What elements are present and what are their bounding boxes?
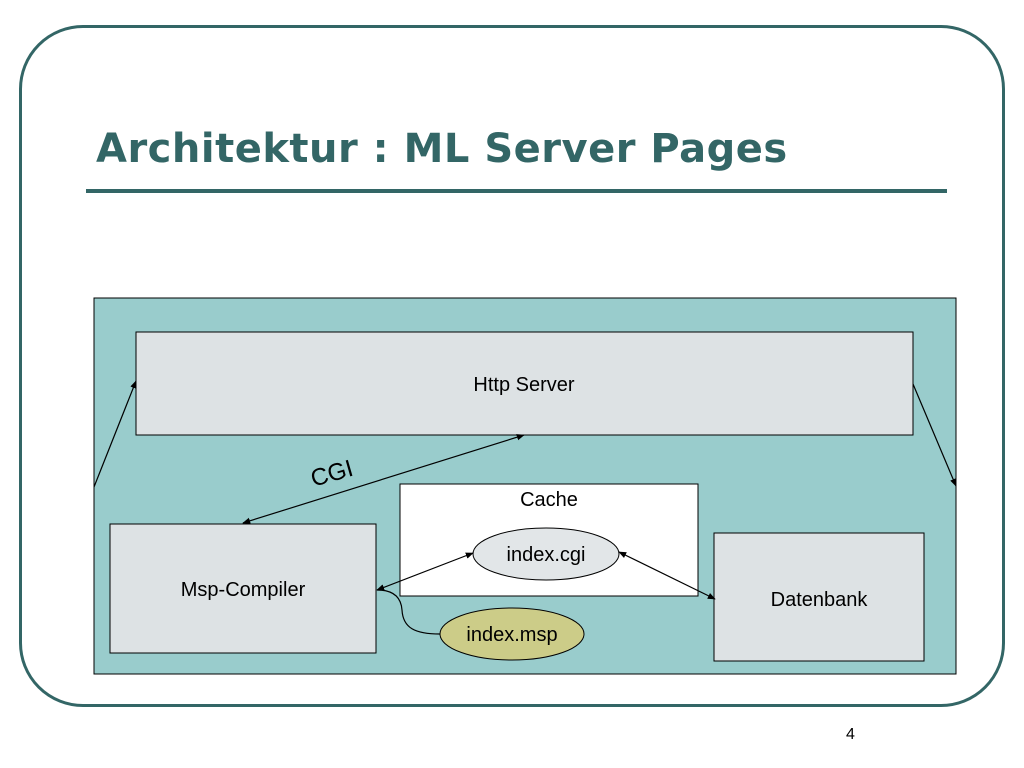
arrow-index-cgi-datenbank [618, 551, 716, 600]
page-number: 4 [846, 726, 855, 743]
title-underline [86, 189, 947, 193]
http-server-label: Http Server [473, 374, 574, 396]
arrow-cgi-http-compiler [242, 434, 525, 524]
index-msp-label: index.msp [466, 624, 557, 646]
arrow-compiler-index-cgi [376, 552, 474, 591]
index-cgi-label: index.cgi [507, 544, 586, 566]
cache-label: Cache [520, 489, 578, 511]
datenbank-box [713, 532, 925, 662]
msp-compiler-box [109, 523, 377, 654]
http-server-box [135, 331, 914, 436]
arrow-left-to-http-server [93, 380, 137, 488]
slide-frame [19, 25, 1005, 707]
msp-compiler-label: Msp-Compiler [181, 579, 306, 601]
slide-title: Architektur : ML Server Pages [96, 126, 788, 172]
arrow-http-server-to-right [912, 383, 957, 487]
datenbank-label: Datenbank [771, 589, 869, 611]
curve-index-msp-to-compiler [376, 589, 441, 635]
